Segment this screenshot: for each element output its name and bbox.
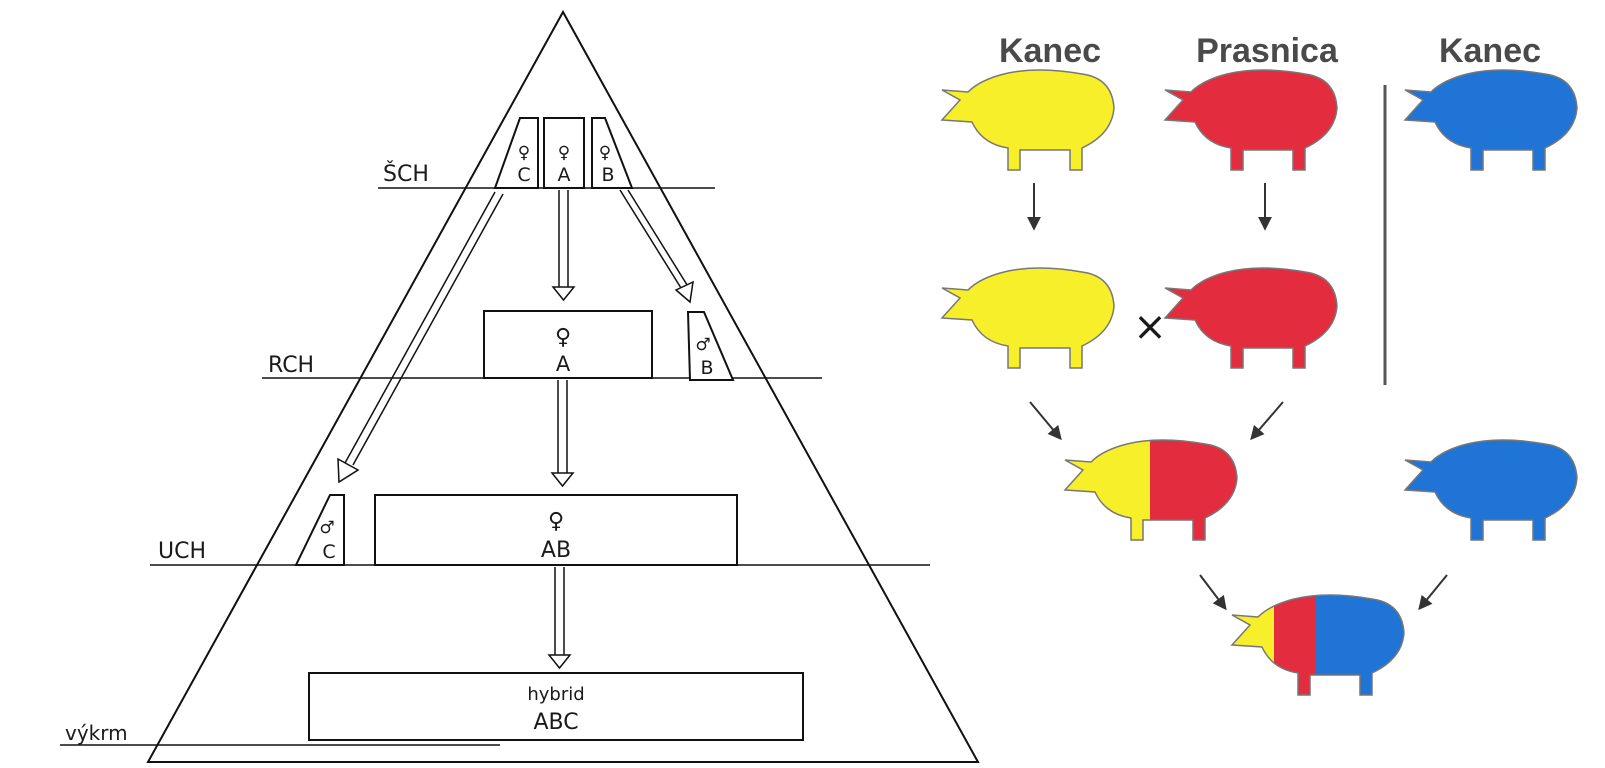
pig-yellow-boar-2 (941, 267, 1115, 369)
pig-blue-boar-2 (1404, 439, 1578, 541)
sch-b-sex: ♀ (599, 143, 611, 163)
rch-b-line: B (700, 357, 713, 379)
uch-c-line: C (322, 541, 335, 563)
uch-box-ab (374, 494, 738, 566)
sch-a-line: A (558, 164, 571, 186)
rch-a-sex: ♀ (555, 325, 571, 350)
label-sch: ŠCH (383, 161, 429, 187)
pig-red-sow-1 (1164, 69, 1338, 171)
uch-c-sex: ♂ (319, 518, 334, 538)
sch-c-line: C (517, 164, 530, 186)
sch-box-c (493, 117, 539, 189)
sch-box-b (591, 117, 634, 189)
uch-box-c (294, 494, 345, 566)
label-uch: UCH (158, 539, 206, 564)
rch-box-a (483, 310, 653, 379)
hybrid-title: hybrid (527, 684, 584, 705)
arrow-sch-b-to-rch (619, 189, 694, 304)
uch-ab-line: AB (541, 538, 571, 563)
header-sow: Prasnica (1196, 32, 1339, 70)
pig-f1-hybrid (1064, 439, 1238, 541)
rch-a-line: A (556, 352, 571, 376)
arrow-sch-c-to-uch (337, 191, 504, 484)
header-boar-right: Kanec (1439, 32, 1541, 70)
arrow-to-final-left (1199, 574, 1227, 611)
arrow-to-final-right (1418, 574, 1448, 611)
sch-a-sex: ♀ (558, 143, 570, 163)
pig-final-hybrid (1231, 594, 1405, 696)
pyramid-outline (146, 9, 980, 763)
arrow-to-f1-left (1029, 401, 1062, 441)
header-boar-left: Kanec (999, 32, 1101, 70)
rch-box-b (686, 311, 735, 381)
uch-ab-sex: ♀ (548, 509, 564, 534)
arrow-to-f1-right (1250, 401, 1284, 441)
arrow-uch-to-hybrid (547, 567, 572, 670)
arrow-rch-to-uch (550, 380, 575, 488)
label-vykrm: výkrm (65, 721, 128, 745)
pig-blue-boar-1 (1404, 69, 1578, 171)
arrow-sch-a-to-rch (551, 190, 576, 302)
sch-box-a (543, 117, 585, 189)
sch-b-line: B (601, 164, 614, 186)
sch-c-sex: ♀ (518, 143, 530, 163)
cross-symbol: × (1133, 304, 1167, 350)
rch-b-sex: ♂ (695, 335, 710, 355)
pig-crossing-scheme: Kanec Prasnica Kanec × (941, 32, 1578, 696)
hybrid-box (308, 672, 804, 741)
pig-yellow-boar-1 (941, 69, 1115, 171)
hybrid-line: ABC (533, 710, 578, 735)
breeding-pyramid: ŠCH RCH UCH výkrm ♀ C ♀ A ♀ B (60, 9, 980, 763)
label-rch: RCH (268, 353, 314, 378)
pig-red-sow-2 (1164, 267, 1338, 369)
